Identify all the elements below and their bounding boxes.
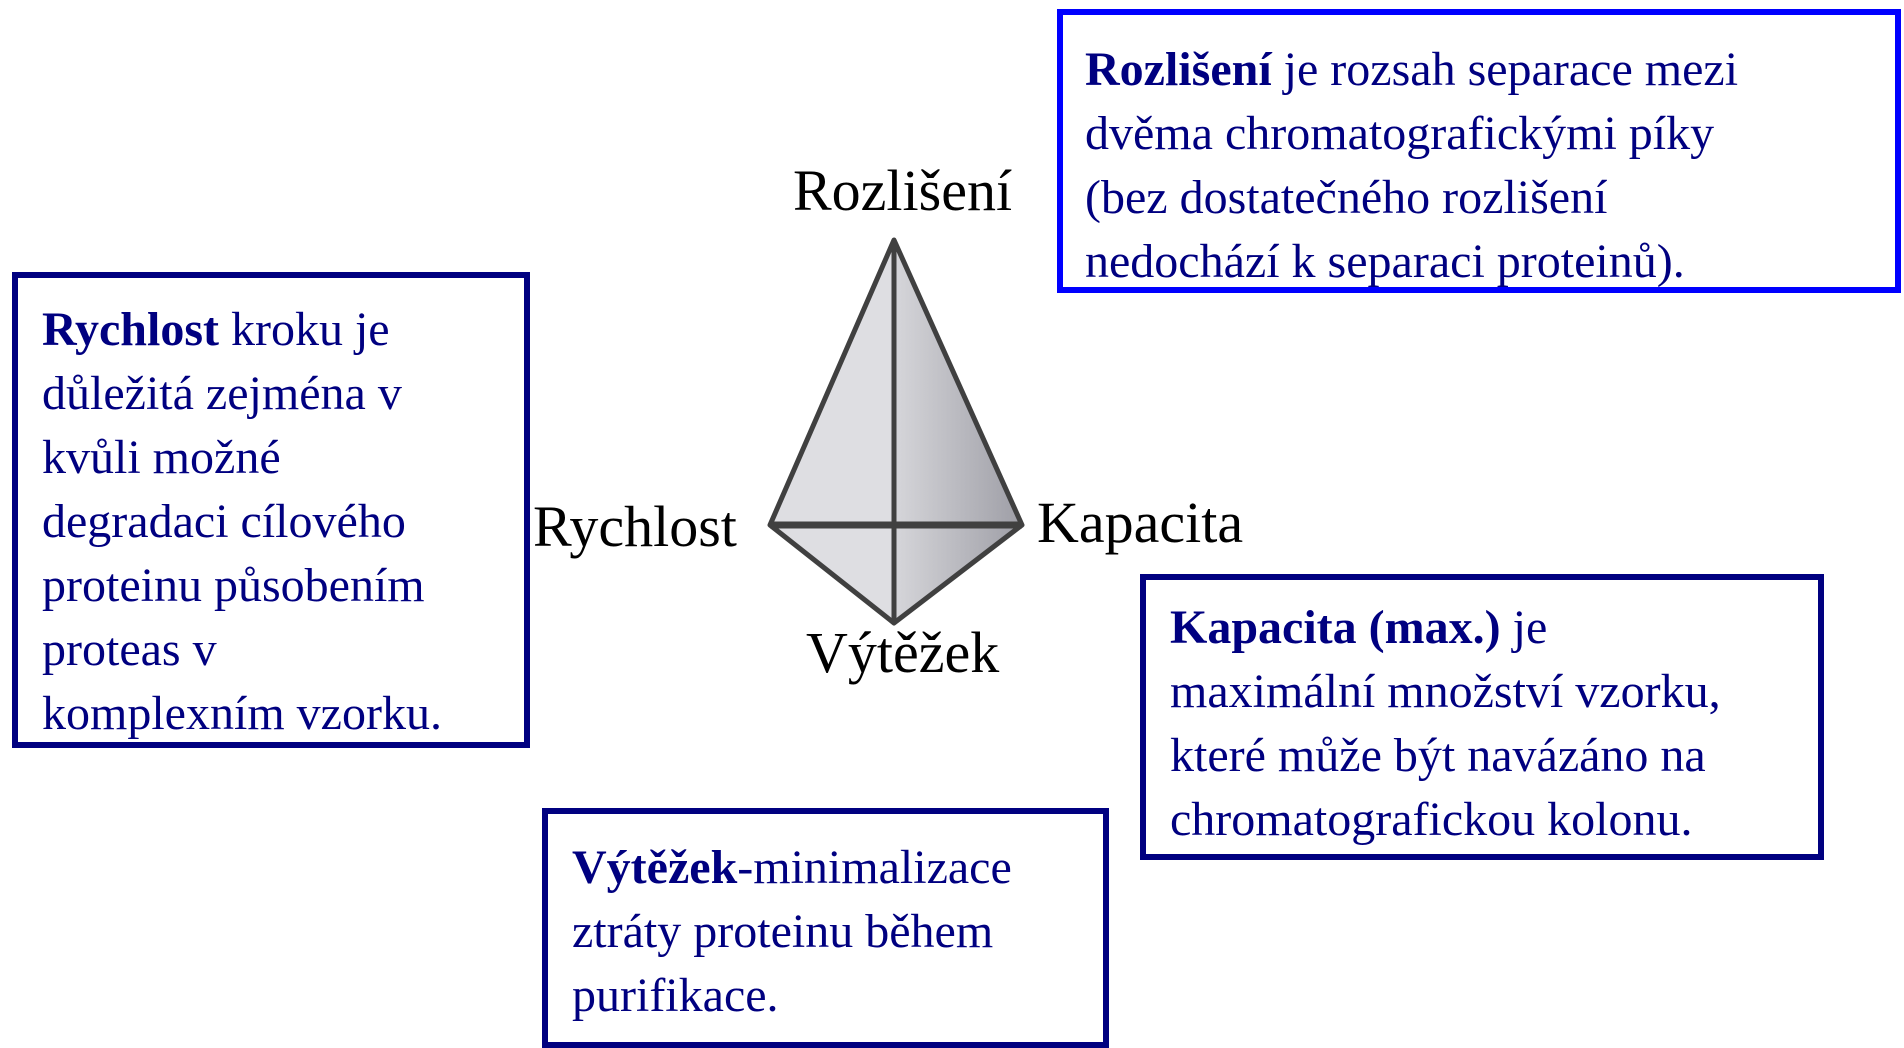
rychlost-text-1: kroku je [218, 303, 390, 356]
vytezek-line-2: ztráty proteinu během [572, 905, 994, 958]
vertex-label-vytezek: Výtěžek [806, 620, 1000, 685]
rychlost-line-6: proteas v [42, 623, 217, 676]
kapacita-definition-box: Kapacita (max.) je maximální množství vz… [1140, 574, 1824, 860]
vytezek-line-1: Výtěžek-minimalizace [572, 836, 1103, 900]
rychlost-line-7: komplexním vzorku. [42, 687, 442, 740]
rychlost-line-5: proteinu působením [42, 559, 425, 612]
kapacita-line-2: maximální množství vzorku, [1170, 665, 1721, 718]
pyramid-left-face [770, 240, 894, 623]
rozliseni-text-1: je rozsah separace mezi [1271, 43, 1739, 96]
vytezek-line-3: purifikace. [572, 969, 779, 1022]
rychlost-line-1: Rychlost kroku je [42, 298, 524, 362]
vertex-label-kapacita: Kapacita [1037, 490, 1244, 555]
rozliseni-term: Rozlišení [1085, 43, 1272, 96]
kapacita-text-1: je [1500, 601, 1548, 654]
kapacita-line-1: Kapacita (max.) je [1170, 596, 1818, 660]
kapacita-term: Kapacita (max.) [1170, 601, 1501, 654]
kapacita-line-3: které může být navázáno na [1170, 729, 1706, 782]
vertex-label-rozliseni: Rozlišení [793, 158, 1013, 223]
rozliseni-line-2: dvěma chromatografickými píky [1085, 107, 1715, 160]
rychlost-definition-box: Rychlost kroku je důležitá zejména v kvů… [12, 272, 530, 748]
rozliseni-definition-box: Rozlišení je rozsah separace mezi dvěma … [1057, 9, 1901, 293]
rychlost-term: Rychlost [42, 303, 219, 356]
rychlost-line-4: degradaci cílového [42, 495, 406, 548]
vytezek-definition-box: Výtěžek-minimalizace ztráty proteinu běh… [542, 808, 1109, 1048]
rozliseni-line-3: (bez dostatečného rozlišení [1085, 171, 1608, 224]
rozliseni-line-1: Rozlišení je rozsah separace mezi [1085, 38, 1895, 102]
pyramid-right-face [894, 240, 1022, 623]
pyramid-diagram [767, 237, 1025, 626]
kapacita-line-4: chromatografickou kolonu. [1170, 793, 1693, 846]
rychlost-line-3: kvůli možné [42, 431, 281, 484]
vertex-label-rychlost: Rychlost [533, 494, 737, 559]
rozliseni-line-4: nedochází k separaci proteinů). [1085, 235, 1685, 288]
vytezek-term: Výtěžek [572, 841, 738, 894]
vytezek-text-1: -minimalizace [737, 841, 1012, 894]
rychlost-line-2: důležitá zejména v [42, 367, 402, 420]
